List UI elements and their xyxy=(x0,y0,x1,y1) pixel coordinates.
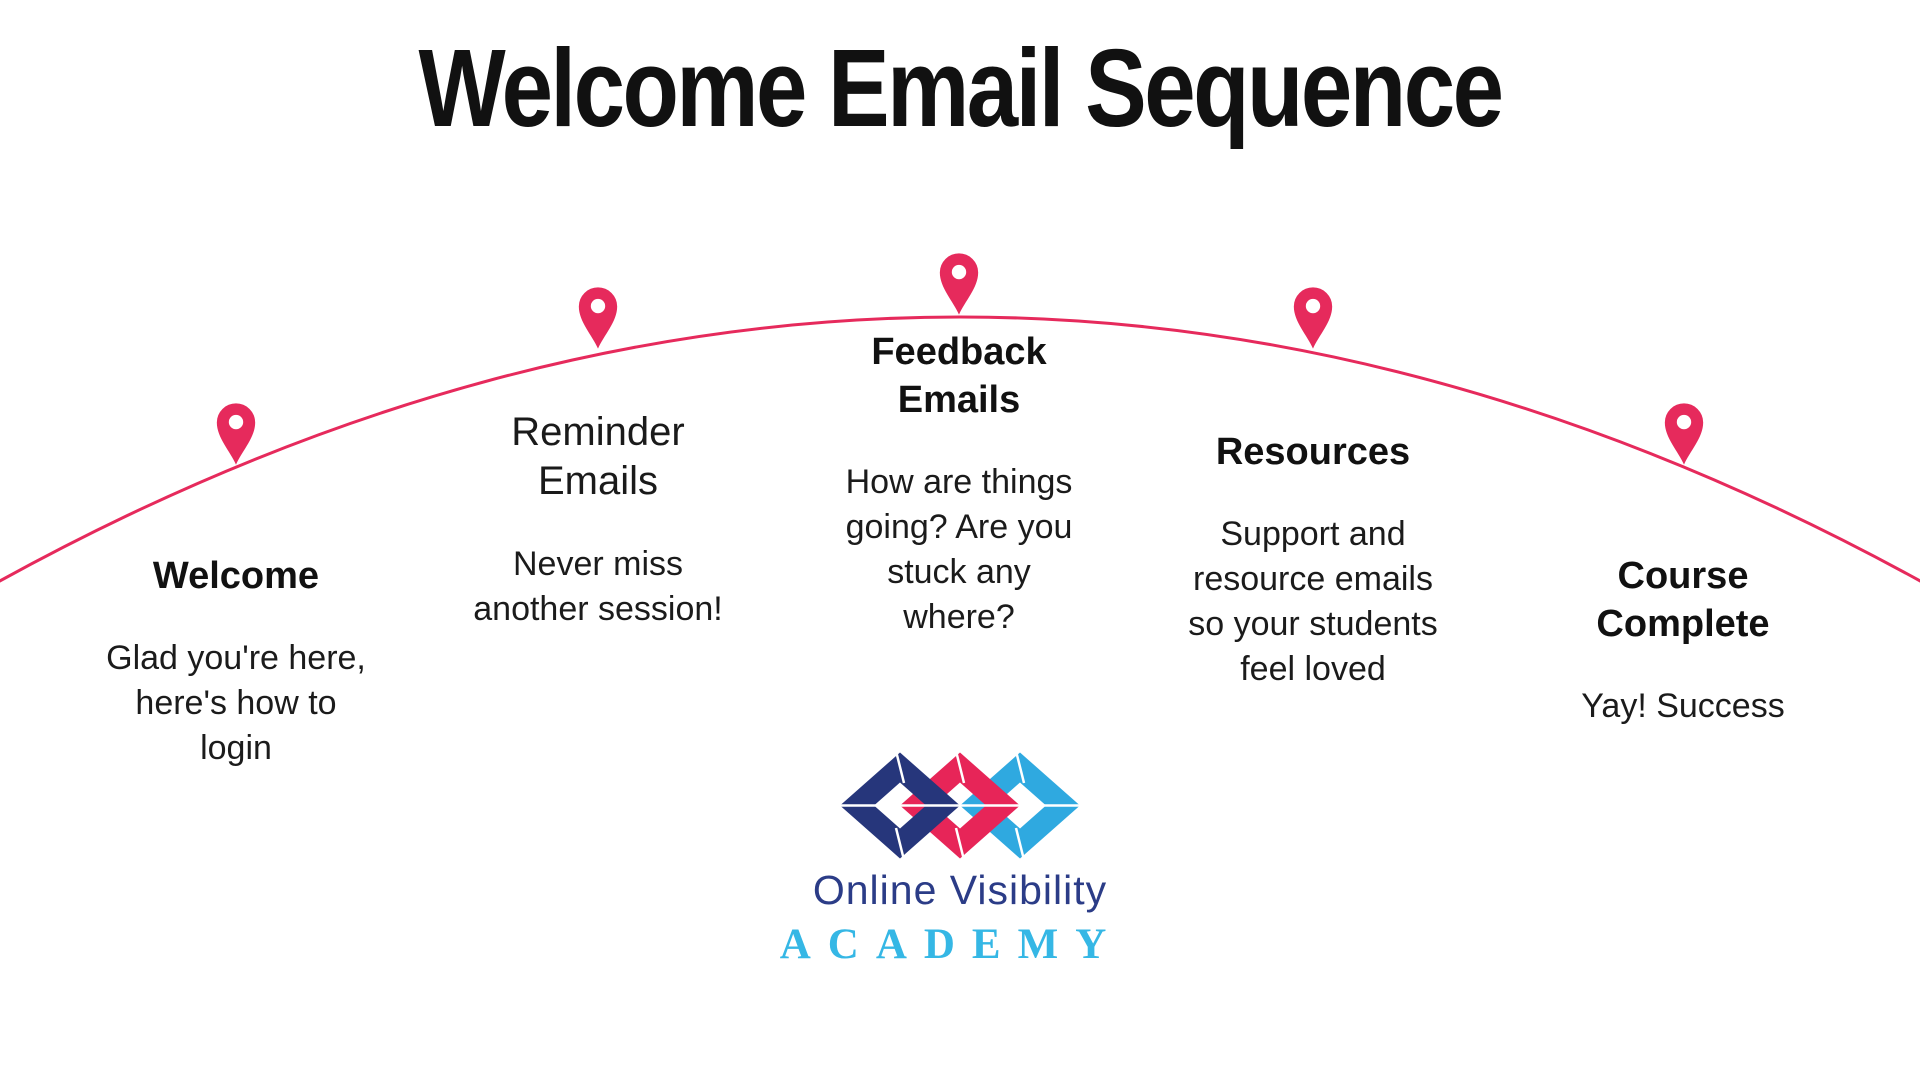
logo: Online Visibility ACADEMY xyxy=(0,752,1920,969)
map-pin-icon xyxy=(578,287,618,349)
stage-body: Never miss another session! xyxy=(473,545,723,628)
stage-heading: Resources xyxy=(1215,431,1411,473)
stage-heading: Welcome xyxy=(152,555,320,597)
stage-body: Support and resource emails so your stud… xyxy=(1188,515,1438,688)
stage-body: Glad you're here, here's how to login xyxy=(106,639,366,767)
map-pin-icon xyxy=(1293,287,1333,349)
stage-block-feedback-emails: Feedback Emails How are things going? Ar… xyxy=(789,328,1129,640)
map-pin-icon xyxy=(939,253,979,315)
page-title: Welcome Email Sequence xyxy=(418,27,1504,150)
map-pin-icon xyxy=(1664,403,1704,465)
map-pin-icon xyxy=(216,403,256,465)
logo-subname: ACADEMY xyxy=(779,921,1124,968)
logo-name: Online Visibility xyxy=(812,867,1108,913)
stage-heading: Reminder Emails xyxy=(511,410,685,503)
stage-heading: Course Complete xyxy=(1596,555,1770,645)
stage-body: Yay! Success xyxy=(1581,687,1785,725)
stage-block-reminder-emails: Reminder Emails Never miss another sessi… xyxy=(428,408,768,632)
diamond-left-icon xyxy=(840,752,960,859)
stage-block-resources: Resources Support and resource emails so… xyxy=(1143,428,1483,692)
stage-body: How are things going? Are you stuck any … xyxy=(845,463,1073,636)
stage-heading: Feedback Emails xyxy=(871,331,1047,421)
stage-block-welcome: Welcome Glad you're here, here's how to … xyxy=(66,552,406,771)
stage-block-course-complete: Course Complete Yay! Success xyxy=(1513,552,1853,729)
logo-mark xyxy=(840,752,1080,859)
